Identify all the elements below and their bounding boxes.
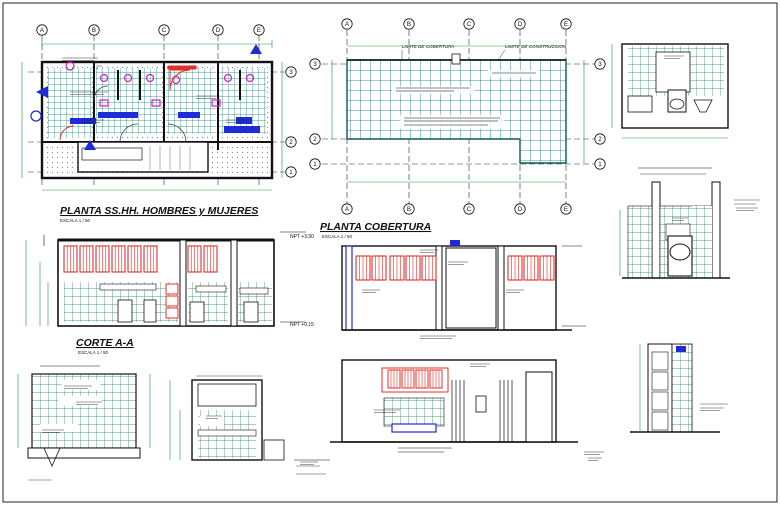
bc-door [429, 369, 443, 389]
corte-door [79, 245, 94, 273]
roof-axis-1-right-bubble: 1 [594, 158, 606, 170]
corte-level-top: NPT +3.50 [290, 234, 314, 240]
elevation-bottom-center [330, 359, 578, 453]
roof-axis-2-right-bubble: 2 [594, 133, 606, 145]
roof-axis-c-bottom-bubble-label: C [467, 206, 472, 213]
roof-axis-a-bottom-bubble-label: A [345, 206, 350, 213]
plan-cobertura: A A B B C C D D E E 1 1 2 2 3 3 LIMITE DE COBERTURA LI… [309, 18, 606, 239]
plan-axis-e-bubble-label: E [257, 27, 261, 34]
roof-axis-c-top-bubble: C [463, 18, 475, 30]
plan-axis-c-bubble-label: C [162, 27, 167, 34]
plan-axis-d-bubble: D [212, 24, 224, 36]
bc-door [415, 369, 429, 389]
corte-door [127, 245, 142, 273]
center-door [405, 255, 421, 281]
roof-axis-b-bottom-bubble: B [403, 203, 415, 215]
roof-axis-c-bottom-bubble: C [463, 203, 475, 215]
roof-axis-3-left-bubble-label: 3 [313, 61, 317, 68]
details-bottom-left [17, 365, 330, 481]
plan-axis-2-bubble-label: 2 [289, 139, 293, 146]
plan-ss-hh: A B C D E 1 2 3 [21, 24, 297, 223]
roof-axis-3-left-bubble: 3 [309, 58, 321, 70]
roof-axis-c-top-bubble-label: C [467, 21, 472, 28]
plan-axis-c-bubble: C [158, 24, 170, 36]
roof-axis-2-left-bubble: 2 [309, 133, 321, 145]
plan-axis-a-bubble: A [36, 24, 48, 36]
roof-axis-e-bottom-bubble: E [560, 203, 572, 215]
corte-door [63, 245, 78, 273]
center-right-door [539, 255, 555, 281]
roof-axis-b-top-bubble-label: B [407, 21, 411, 28]
roof-note-limite-construccion: LIMITE DE CONSTRUCCION [505, 44, 567, 49]
plan-ss-hh-scale: ESCALA 1 / 50 [60, 218, 91, 223]
plan-axis-b-bubble-label: B [92, 27, 96, 34]
plan-axis-1-bubble: 1 [285, 166, 297, 178]
corte-door [111, 245, 126, 273]
elevation-top-right [611, 43, 729, 139]
roof-axis-d-top-bubble-label: D [518, 21, 523, 28]
plan-cobertura-title: PLANTA COBERTURA [320, 221, 431, 233]
plan-ss-hh-title: PLANTA SS.HH. HOMBRES y MUJERES [60, 205, 258, 217]
center-door [371, 255, 387, 281]
center-right-door [523, 255, 539, 281]
section-corte-a-a: NPT +3.50 NPT +0.15 CORTE A-A ESCALA 1 /… [25, 231, 314, 355]
roof-axis-3-right-bubble: 3 [594, 58, 606, 70]
roof-axis-1-left-bubble-label: 1 [313, 161, 317, 168]
plan-cobertura-scale: ESCALA 1 / 50 [322, 234, 353, 239]
plan-axis-3-bubble: 3 [285, 66, 297, 78]
roof-axis-d-bottom-bubble-label: D [518, 206, 523, 213]
plan-axis-d-bubble-label: D [216, 27, 221, 34]
roof-axis-1-right-bubble-label: 1 [598, 161, 602, 168]
roof-axis-e-top-bubble-label: E [564, 21, 568, 28]
roof-axis-d-top-bubble: D [514, 18, 526, 30]
bc-door [387, 369, 401, 389]
corte-level-floor: NPT +0.15 [290, 322, 314, 328]
elevation-center [341, 240, 586, 331]
roof-axis-b-bottom-bubble-label: B [407, 206, 411, 213]
corte-door [143, 245, 158, 273]
plan-axis-1-bubble-label: 1 [289, 169, 293, 176]
roof-axis-a-bottom-bubble: A [341, 203, 353, 215]
elevation-bottom-right [630, 343, 728, 433]
bc-door [401, 369, 415, 389]
plan-axis-e-bubble: E [253, 24, 265, 36]
elevation-mid-right [619, 167, 760, 279]
center-door [421, 255, 437, 281]
corte-door [95, 245, 110, 273]
plan-axis-a-bubble-label: A [40, 27, 45, 34]
plan-axis-3-bubble-label: 3 [289, 69, 293, 76]
roof-axis-d-bottom-bubble: D [514, 203, 526, 215]
center-door [355, 255, 371, 281]
corte-right-door [203, 245, 218, 273]
corte-a-a-title: CORTE A-A [76, 337, 134, 349]
roof-axis-1-left-bubble: 1 [309, 158, 321, 170]
roof-axis-e-bottom-bubble-label: E [564, 206, 568, 213]
roof-axis-3-right-bubble-label: 3 [598, 61, 602, 68]
center-right-door [507, 255, 523, 281]
plan-axis-b-bubble: B [88, 24, 100, 36]
plan-axis-2-bubble: 2 [285, 136, 297, 148]
center-door [389, 255, 405, 281]
roof-note-limite-cobertura: LIMITE DE COBERTURA [402, 44, 455, 49]
roof-axis-2-left-bubble-label: 2 [313, 136, 317, 143]
roof-axis-a-top-bubble-label: A [345, 21, 350, 28]
corte-a-a-scale: ESCALA 1 / 50 [78, 350, 109, 355]
roof-axis-2-right-bubble-label: 2 [598, 136, 602, 143]
roof-axis-a-top-bubble: A [341, 18, 353, 30]
corte-right-door [187, 245, 202, 273]
roof-axis-e-top-bubble: E [560, 18, 572, 30]
roof-axis-b-top-bubble: B [403, 18, 415, 30]
